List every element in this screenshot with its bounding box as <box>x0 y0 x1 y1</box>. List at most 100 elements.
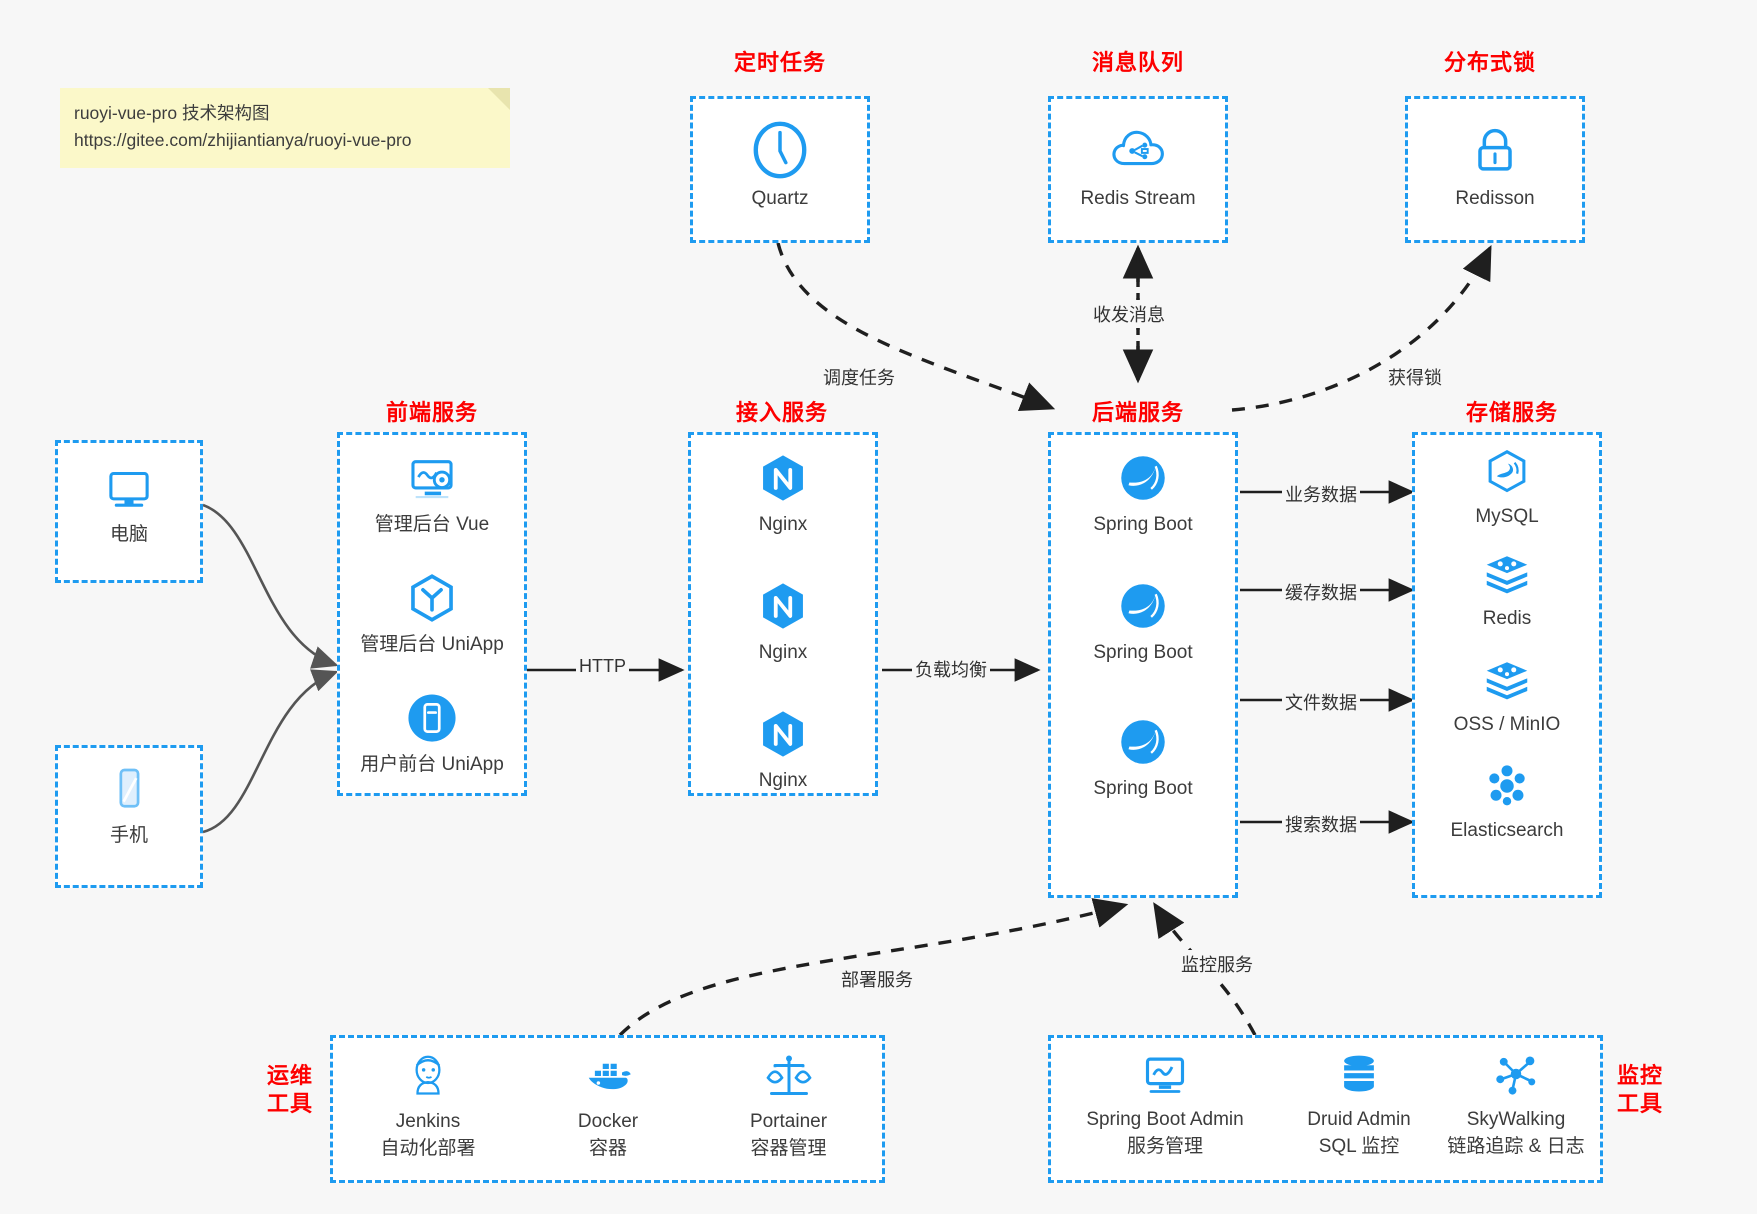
jenkins-sublabel: 自动化部署 <box>380 1137 476 1159</box>
distributed-lock-box: Redisson <box>1405 96 1585 243</box>
node-druid-admin[interactable]: Druid Admin SQL 监控 <box>1279 1046 1439 1159</box>
portainer-icon <box>701 1048 876 1104</box>
node-user-uniapp[interactable]: 用户前台 UniApp <box>340 689 524 778</box>
scheduler-box: Quartz <box>690 96 870 243</box>
node-spring-boot-2[interactable]: Spring Boot <box>1051 577 1235 666</box>
edge-label-http: HTTP <box>576 655 629 678</box>
node-oss-minio[interactable]: OSS / MinIO <box>1415 653 1599 738</box>
edge-label-send-receive-message: 收发消息 <box>1090 300 1168 328</box>
admin-uniapp-label: 管理后台 UniApp <box>360 634 504 655</box>
elasticsearch-icon <box>1415 759 1599 813</box>
dashboard-vue-icon <box>340 449 524 507</box>
group-title-monitoring: 监控 工具 <box>1608 1062 1672 1117</box>
spring-boot-2-label: Spring Boot <box>1093 642 1193 663</box>
node-redis[interactable]: Redis <box>1415 547 1599 632</box>
note-fold-corner <box>488 88 510 110</box>
edge-label-monitor-service: 监控服务 <box>1178 950 1256 978</box>
node-elasticsearch[interactable]: Elasticsearch <box>1415 759 1599 844</box>
druid-admin-sublabel: SQL 监控 <box>1318 1135 1400 1157</box>
node-admin-vue[interactable]: 管理后台 Vue <box>340 449 524 538</box>
devops-title-line-2: 工具 <box>266 1090 313 1116</box>
edge-label-acquire-lock: 获得锁 <box>1385 363 1445 391</box>
spring-boot-admin-icon <box>1055 1046 1275 1102</box>
storage-box: MySQL Redis <box>1412 432 1602 898</box>
spring-boot-admin-sublabel: 服务管理 <box>1126 1135 1203 1157</box>
nginx-icon <box>691 705 875 763</box>
backend-box: Spring Boot Spring Boot Spring Boot <box>1048 432 1238 898</box>
node-admin-uniapp[interactable]: 管理后台 UniApp <box>340 569 524 658</box>
node-spring-boot-admin[interactable]: Spring Boot Admin 服务管理 <box>1055 1046 1275 1159</box>
node-portainer[interactable]: Portainer 容器管理 <box>701 1048 876 1161</box>
desktop-icon <box>58 459 200 517</box>
message-queue-box: Redis Stream <box>1048 96 1228 243</box>
group-title-scheduler: 定时任务 <box>733 50 826 75</box>
group-title-distributed-lock: 分布式锁 <box>1443 50 1536 75</box>
redis-stream-label: Redis Stream <box>1080 188 1196 209</box>
node-mobile[interactable]: 手机 <box>58 760 200 849</box>
devops-title-line-1: 运维 <box>266 1063 313 1088</box>
mysql-icon <box>1415 445 1599 499</box>
nginx-icon <box>691 449 875 507</box>
jenkins-label: Jenkins <box>395 1111 461 1132</box>
edge-label-load-balance: 负载均衡 <box>912 655 990 683</box>
user-uniapp-label: 用户前台 UniApp <box>360 754 504 775</box>
nginx-icon <box>691 577 875 635</box>
node-quartz[interactable]: Quartz <box>693 119 867 212</box>
redisson-label: Redisson <box>1455 188 1535 209</box>
monitoring-box: Spring Boot Admin 服务管理 Druid Admin SQL 监… <box>1048 1035 1603 1183</box>
oss-minio-label: OSS / MinIO <box>1453 714 1561 735</box>
skywalking-label: SkyWalking <box>1466 1109 1566 1130</box>
node-docker[interactable]: Docker 容器 <box>523 1048 693 1161</box>
node-nginx-3[interactable]: Nginx <box>691 705 875 794</box>
spring-boot-admin-label: Spring Boot Admin <box>1086 1109 1244 1130</box>
redis-icon <box>1415 547 1599 601</box>
node-redis-stream[interactable]: Redis Stream <box>1051 119 1225 212</box>
druid-admin-label: Druid Admin <box>1307 1109 1411 1130</box>
node-skywalking[interactable]: SkyWalking 链路追踪 & 日志 <box>1431 1046 1601 1159</box>
spring-boot-icon <box>1051 713 1235 771</box>
edge-label-cache-data: 缓存数据 <box>1282 578 1360 606</box>
redis-label: Redis <box>1482 608 1532 629</box>
docker-sublabel: 容器 <box>588 1137 627 1159</box>
edge-label-search-data: 搜索数据 <box>1282 810 1360 838</box>
node-jenkins[interactable]: Jenkins 自动化部署 <box>343 1048 513 1161</box>
edge-label-file-data: 文件数据 <box>1282 688 1360 716</box>
elasticsearch-label: Elasticsearch <box>1450 820 1564 841</box>
spring-boot-icon <box>1051 577 1235 635</box>
group-title-backend: 后端服务 <box>1091 400 1184 425</box>
admin-vue-label: 管理后台 Vue <box>374 514 490 535</box>
portainer-label: Portainer <box>749 1111 828 1132</box>
skywalking-sublabel: 链路追踪 & 日志 <box>1447 1135 1585 1157</box>
portainer-sublabel: 容器管理 <box>750 1137 827 1159</box>
client-mobile-box: 手机 <box>55 745 203 888</box>
oss-minio-icon <box>1415 653 1599 707</box>
node-spring-boot-1[interactable]: Spring Boot <box>1051 449 1235 538</box>
spring-boot-3-label: Spring Boot <box>1093 778 1193 799</box>
client-desktop-box: 电脑 <box>55 440 203 583</box>
node-mysql[interactable]: MySQL <box>1415 445 1599 530</box>
edge-label-deploy-service: 部署服务 <box>838 965 916 993</box>
nginx-1-label: Nginx <box>758 514 808 535</box>
node-redisson[interactable]: Redisson <box>1408 119 1582 212</box>
group-title-message-queue: 消息队列 <box>1091 50 1184 75</box>
nginx-3-label: Nginx <box>758 770 808 791</box>
node-nginx-1[interactable]: Nginx <box>691 449 875 538</box>
note-callout: ruoyi-vue-pro 技术架构图 https://gitee.com/zh… <box>60 88 510 169</box>
group-title-devops: 运维 工具 <box>258 1062 322 1117</box>
edge-label-schedule-task: 调度任务 <box>820 363 898 391</box>
node-nginx-2[interactable]: Nginx <box>691 577 875 666</box>
skywalking-icon <box>1431 1046 1601 1102</box>
mobile-icon <box>58 760 200 818</box>
monitoring-title-line-2: 工具 <box>1616 1090 1663 1116</box>
mobile-label: 手机 <box>109 825 148 846</box>
clock-icon <box>693 119 867 181</box>
note-line-1: ruoyi-vue-pro 技术架构图 <box>74 103 270 123</box>
node-spring-boot-3[interactable]: Spring Boot <box>1051 713 1235 802</box>
node-desktop[interactable]: 电脑 <box>58 459 200 548</box>
group-title-gateway: 接入服务 <box>735 400 828 425</box>
cloud-stream-icon <box>1051 119 1225 181</box>
gateway-box: Nginx Nginx Nginx <box>688 432 878 796</box>
spring-boot-icon <box>1051 449 1235 507</box>
note-line-2: https://gitee.com/zhijiantianya/ruoyi-vu… <box>74 130 412 151</box>
